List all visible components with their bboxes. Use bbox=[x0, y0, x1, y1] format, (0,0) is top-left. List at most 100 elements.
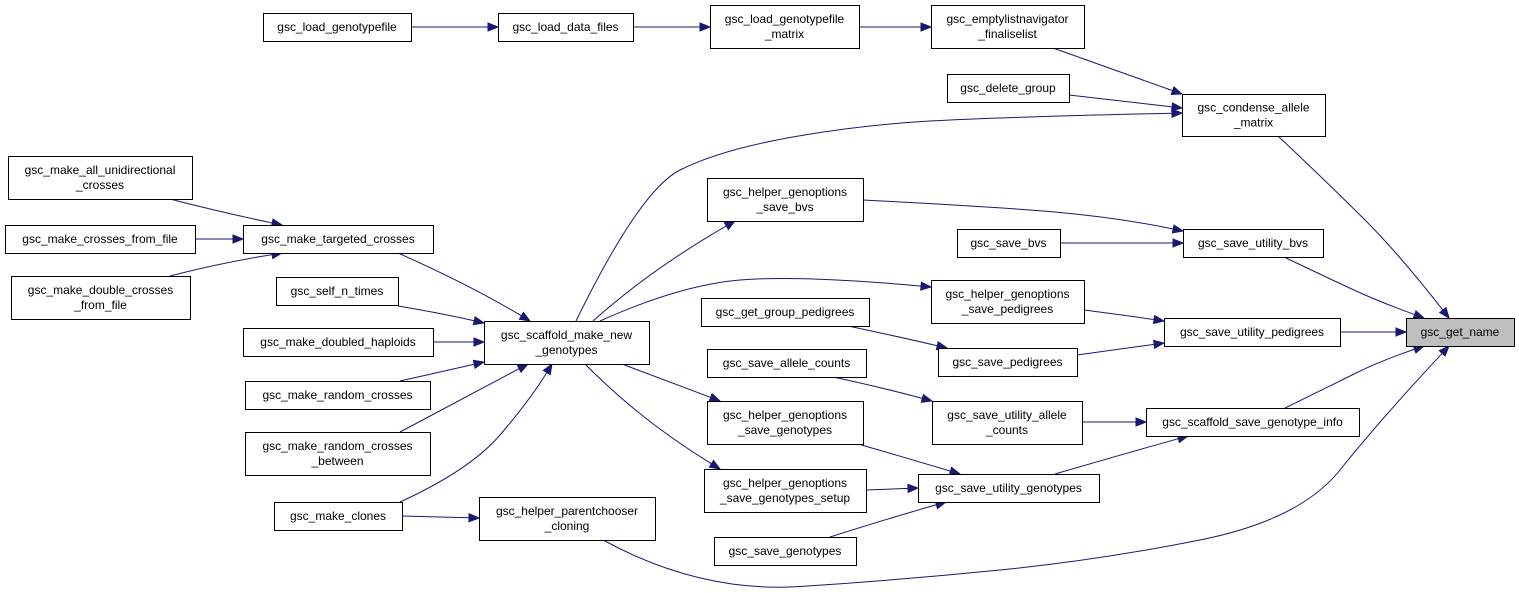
graph-node-gsc-save-allele-counts[interactable]: gsc_save_allele_counts bbox=[707, 349, 867, 378]
graph-node-gsc-helper-parentchooser-cloning[interactable]: gsc_helper_parentchooser_cloning bbox=[479, 497, 656, 541]
graph-node-gsc-get-group-pedigrees[interactable]: gsc_get_group_pedigrees bbox=[701, 298, 870, 327]
graph-node-gsc-save-utility-bvs[interactable]: gsc_save_utility_bvs bbox=[1183, 229, 1324, 258]
graph-node-gsc-make-crosses-from-file[interactable]: gsc_make_crosses_from_file bbox=[5, 225, 196, 254]
edge-n13-to-n12 bbox=[169, 198, 284, 228]
edge-n24-to-n23 bbox=[847, 325, 949, 351]
graph-node-gsc-make-targeted-crosses[interactable]: gsc_make_targeted_crosses bbox=[243, 225, 434, 254]
node-label: _between bbox=[310, 454, 363, 468]
node-label: gsc_load_genotypefile bbox=[725, 12, 845, 26]
edge-arrowhead bbox=[1170, 86, 1184, 95]
graph-node-gsc-make-random-crosses-between[interactable]: gsc_make_random_crosses_between bbox=[245, 432, 431, 476]
edge-n3-to-n2 bbox=[859, 22, 933, 32]
node-box bbox=[710, 5, 860, 49]
edge-n2-to-n1 bbox=[1052, 47, 1184, 95]
edge-arrowhead bbox=[232, 234, 245, 244]
edge-arrowhead bbox=[948, 466, 962, 476]
node-label: _finaliselist bbox=[977, 27, 1037, 41]
graph-node-gsc-self-n-times[interactable]: gsc_self_n_times bbox=[276, 277, 399, 306]
node-label: gsc_save_genotypes bbox=[729, 544, 842, 558]
node-label: gsc_emptylistnavigator bbox=[946, 12, 1068, 26]
graph-node-gsc-helper-genoptions-save-genotypes[interactable]: gsc_helper_genoptions_save_genotypes bbox=[707, 401, 864, 445]
edge-n7-to-n29 bbox=[621, 363, 722, 402]
graph-node-gsc-make-all-unidirectional-crosses[interactable]: gsc_make_all_unidirectional_crosses bbox=[8, 156, 193, 200]
node-box bbox=[276, 277, 399, 306]
node-box bbox=[5, 225, 196, 254]
node-label: gsc_get_name bbox=[1421, 325, 1500, 339]
edge-line bbox=[399, 372, 548, 503]
edge-arrowhead bbox=[1171, 102, 1184, 112]
edge-n5-to-n4 bbox=[411, 22, 500, 32]
edge-arrowhead bbox=[920, 281, 933, 291]
edge-line bbox=[847, 325, 938, 347]
node-box bbox=[938, 348, 1078, 377]
edge-line bbox=[401, 515, 470, 519]
edge-line bbox=[602, 352, 1443, 588]
node-label: gsc_delete_group bbox=[960, 81, 1056, 95]
edge-n19-to-n18 bbox=[862, 199, 1185, 234]
edge-line bbox=[599, 277, 922, 322]
graph-node-gsc-scaffold-save-genotype-info[interactable]: gsc_scaffold_save_genotype_info bbox=[1146, 408, 1360, 437]
edge-arrowhead bbox=[708, 459, 722, 470]
graph-node-gsc-condense-allele-matrix[interactable]: gsc_condense_allele_matrix bbox=[1182, 94, 1326, 137]
graph-node-gsc-save-genotypes[interactable]: gsc_save_genotypes bbox=[714, 537, 857, 566]
edge-n9-to-n7 bbox=[433, 337, 486, 347]
edge-n7-to-n22 bbox=[599, 277, 933, 322]
graph-node-gsc-scaffold-make-new-genotypes[interactable]: gsc_scaffold_make_new_genotypes bbox=[484, 321, 650, 365]
edge-n1-to-n0 bbox=[1277, 135, 1450, 320]
graph-node-gsc-save-utility-pedigrees[interactable]: gsc_save_utility_pedigrees bbox=[1164, 318, 1341, 347]
node-label: _from_file bbox=[73, 298, 127, 312]
graph-node-gsc-load-genotypefile[interactable]: gsc_load_genotypefile bbox=[263, 13, 412, 42]
node-label: gsc_scaffold_make_new bbox=[501, 328, 633, 342]
graph-node-gsc-make-clones[interactable]: gsc_make_clones bbox=[274, 502, 403, 531]
edge-n7-to-n30 bbox=[584, 363, 722, 470]
edge-arrowhead bbox=[472, 359, 486, 369]
graph-node-gsc-helper-genoptions-save-bvs[interactable]: gsc_helper_genoptions_save_bvs bbox=[707, 178, 864, 222]
edge-n8-to-n17 bbox=[401, 512, 481, 523]
edge-n14-to-n12 bbox=[195, 234, 245, 244]
node-label: gsc_save_utility_pedigrees bbox=[1180, 325, 1324, 339]
node-box bbox=[1182, 94, 1326, 137]
graph-node-gsc-get-name[interactable]: gsc_get_name bbox=[1406, 318, 1515, 347]
node-label: _save_genotypes bbox=[737, 423, 832, 437]
graph-node-gsc-save-utility-allele-counts[interactable]: gsc_save_utility_allele_counts bbox=[932, 401, 1083, 445]
edge-n4-to-n3 bbox=[633, 22, 712, 32]
edge-line bbox=[1052, 47, 1173, 92]
edge-line bbox=[169, 254, 273, 277]
edge-n20-to-n18 bbox=[1060, 238, 1185, 248]
node-label: gsc_make_crosses_from_file bbox=[22, 232, 178, 246]
graph-node-gsc-save-pedigrees[interactable]: gsc_save_pedigrees bbox=[938, 348, 1078, 377]
graph-node-gsc-make-random-crosses[interactable]: gsc_make_random_crosses bbox=[245, 381, 431, 410]
node-label: gsc_save_bvs bbox=[970, 236, 1046, 250]
node-label: gsc_make_targeted_crosses bbox=[261, 232, 414, 246]
edge-arrowhead bbox=[1152, 339, 1166, 350]
node-box bbox=[263, 13, 412, 42]
node-label: _matrix bbox=[764, 27, 804, 41]
edge-arrowhead bbox=[920, 393, 934, 403]
graph-node-gsc-make-double-crosses-from-file[interactable]: gsc_make_double_crosses_from_file bbox=[11, 276, 191, 320]
node-box bbox=[1164, 318, 1341, 347]
graph-node-gsc-save-bvs[interactable]: gsc_save_bvs bbox=[957, 229, 1061, 258]
edge-arrowhead bbox=[1438, 345, 1450, 357]
node-label: gsc_save_utility_genotypes bbox=[935, 481, 1082, 495]
graph-node-gsc-helper-genoptions-save-genotypes-setup[interactable]: gsc_helper_genoptions_save_genotypes_set… bbox=[704, 469, 867, 513]
edge-line bbox=[399, 368, 520, 433]
graph-node-gsc-make-doubled-haploids[interactable]: gsc_make_doubled_haploids bbox=[243, 328, 434, 357]
graph-node-gsc-load-data-files[interactable]: gsc_load_data_files bbox=[498, 13, 634, 42]
node-box bbox=[479, 497, 656, 541]
node-label: gsc_save_pedigrees bbox=[952, 355, 1062, 369]
node-box bbox=[918, 474, 1100, 503]
node-box bbox=[243, 225, 434, 254]
edge-arrowhead bbox=[487, 22, 500, 32]
edge-arrowhead bbox=[1172, 238, 1185, 248]
graph-node-gsc-emptylistnavigator-finaliselist[interactable]: gsc_emptylistnavigator_finaliselist bbox=[931, 5, 1085, 49]
edge-n22-to-n21 bbox=[1083, 309, 1166, 325]
graph-node-gsc-delete-group[interactable]: gsc_delete_group bbox=[947, 74, 1070, 103]
edge-arrowhead bbox=[1171, 224, 1185, 234]
edge-n16-to-n7 bbox=[397, 305, 486, 326]
graph-node-gsc-helper-genoptions-save-pedigrees[interactable]: gsc_helper_genoptions_save_pedigrees bbox=[931, 280, 1085, 324]
edge-arrowhead bbox=[723, 220, 737, 231]
edge-line bbox=[1068, 94, 1173, 108]
graph-node-gsc-save-utility-genotypes[interactable]: gsc_save_utility_genotypes bbox=[918, 474, 1100, 503]
graph-node-gsc-load-genotypefile-matrix[interactable]: gsc_load_genotypefile_matrix bbox=[710, 5, 860, 49]
node-box bbox=[484, 321, 650, 365]
